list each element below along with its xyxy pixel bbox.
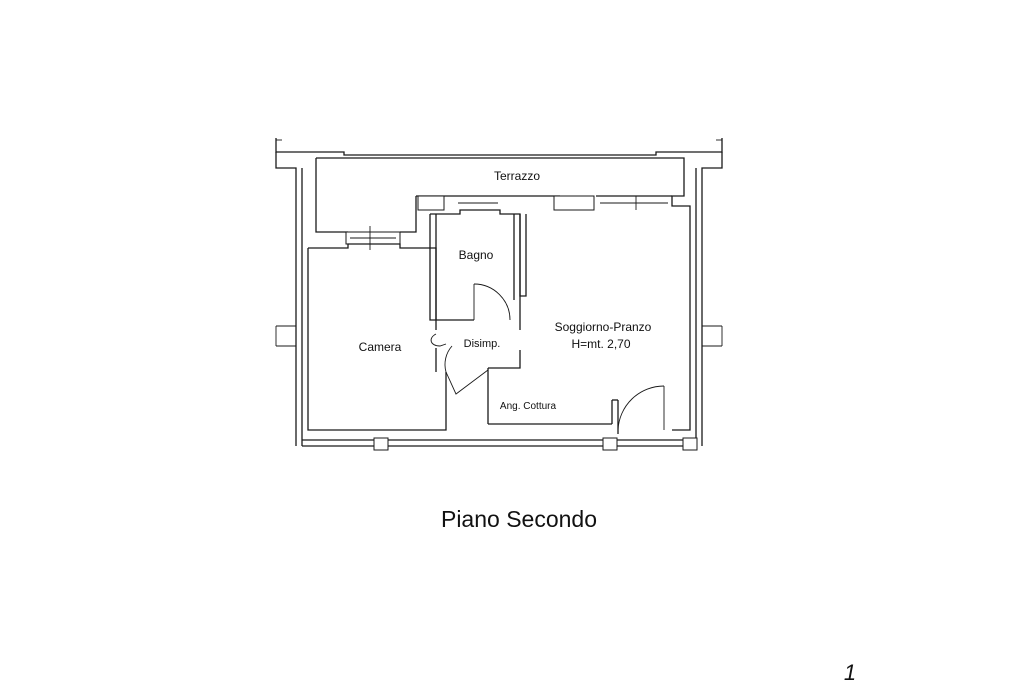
terrace-label: Terrazzo <box>494 169 540 183</box>
bedroom-label: Camera <box>359 340 402 354</box>
exterior-walls <box>275 138 723 451</box>
terrace-windows <box>345 195 668 250</box>
page-number: 1 <box>844 660 856 682</box>
height-label: H=mt. 2,70 <box>571 337 630 351</box>
living-label: Soggiorno-Pranzo <box>555 320 652 334</box>
hallway-label: Disimp. <box>464 338 501 350</box>
terrace-outline <box>315 157 691 431</box>
bathroom-label: Bagno <box>459 248 494 262</box>
bathroom-walls <box>429 209 521 330</box>
bathroom-door <box>473 283 511 321</box>
entrance-door <box>617 385 665 431</box>
bedroom-door <box>430 333 489 395</box>
sewing-label: Ang. Cottura <box>500 401 557 412</box>
bedroom-walls <box>307 243 447 431</box>
floor-title: Piano Secondo <box>441 506 597 532</box>
